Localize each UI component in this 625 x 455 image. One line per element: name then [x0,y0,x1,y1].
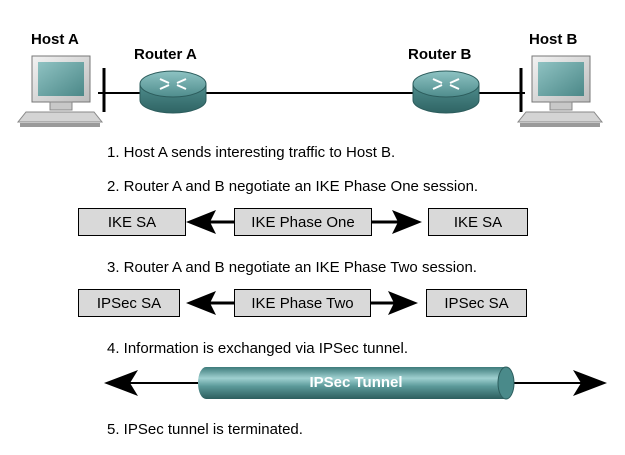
phase-two-right-sa: IPSec SA [426,289,527,317]
router-a-label: Router A [134,46,197,63]
step-3: 3. Router A and B negotiate an IKE Phase… [107,259,477,276]
step-5: 5. IPSec tunnel is terminated. [107,421,303,438]
router-b-icon [412,70,480,114]
tunnel-label: IPSec Tunnel [309,374,403,391]
host-b-label: Host B [529,31,578,48]
phase-one-left-sa: IKE SA [78,208,186,236]
host-a-label: Host A [31,31,79,48]
phase-one-label: IKE Phase One [234,208,372,236]
step-4: 4. Information is exchanged via IPSec tu… [107,340,409,357]
phase-one-right-sa: IKE SA [428,208,528,236]
ipsec-tunnel-tube [198,366,515,400]
host-b-computer-icon [516,55,604,127]
router-b-label: Router B [408,46,472,63]
step-1: 1. Host A sends interesting traffic to H… [107,144,396,161]
router-a-icon [139,70,207,114]
phase-two-left-sa: IPSec SA [78,289,180,317]
host-a-computer-icon [16,55,104,127]
phase-two-label: IKE Phase Two [234,289,371,317]
step-2: 2. Router A and B negotiate an IKE Phase… [107,178,479,195]
